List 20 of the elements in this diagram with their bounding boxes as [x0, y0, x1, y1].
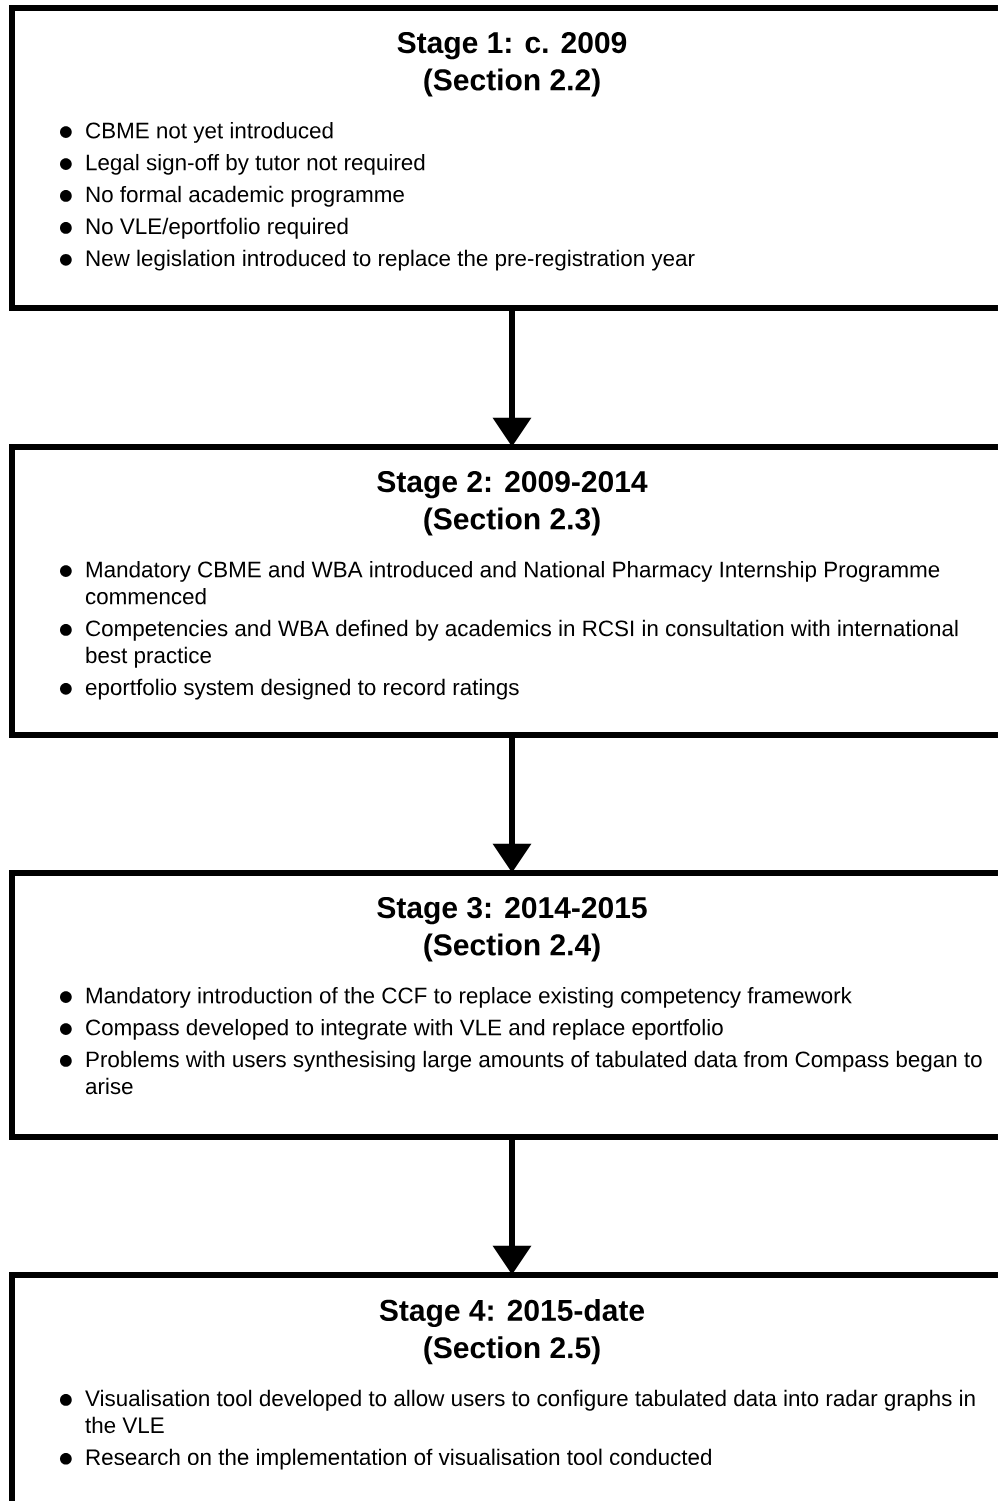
stage-box: [9, 5, 998, 311]
stage-heading: Stage 3: 2014-2015 (Section 2.4): [377, 897, 647, 962]
bullet-item: No formal academic programme: [60, 185, 404, 207]
bullet-item: Research on the implementation of visualisation tool conducted: [60, 1448, 711, 1470]
bullet-item: Mandatory introduction of the CCF to replace existing competency framework: [60, 987, 852, 1008]
bullet-item: CBME not yet introduced: [60, 122, 333, 143]
stage-box: [9, 444, 998, 738]
stage-heading: Stage 1: c. 2009 (Section 2.2): [397, 32, 627, 97]
stage-heading: Stage 4: 2015-date (Section 2.5): [379, 1299, 645, 1365]
bullet-item: eportfolio system designed to record ratings: [60, 678, 519, 700]
stage-box: [9, 1272, 998, 1501]
stage-heading: Stage 2: 2009-2014 (Section 2.3): [377, 471, 648, 536]
bullet-item: Mandatory CBME and WBA introduced and National Pharmacy Internship Programme commenced: [60, 561, 940, 605]
bullet-item: New legislation introduced to replace the pre-registration year: [60, 249, 695, 271]
bullet-item: Legal sign-off by tutor not required: [60, 153, 425, 175]
bullet-item: Compass developed to integrate with VLE and replace eportfolio: [60, 1018, 723, 1040]
bullet-item: Visualisation tool developed to allow users to configure tabulated data into radar graphs in the VLE: [60, 1389, 975, 1434]
bullet-item: No VLE/eportfolio required: [60, 217, 348, 239]
stage-box: [9, 870, 998, 1140]
bullet-item: Problems with users synthesising large amounts of tabulated data from Compass began to arise: [60, 1050, 982, 1095]
